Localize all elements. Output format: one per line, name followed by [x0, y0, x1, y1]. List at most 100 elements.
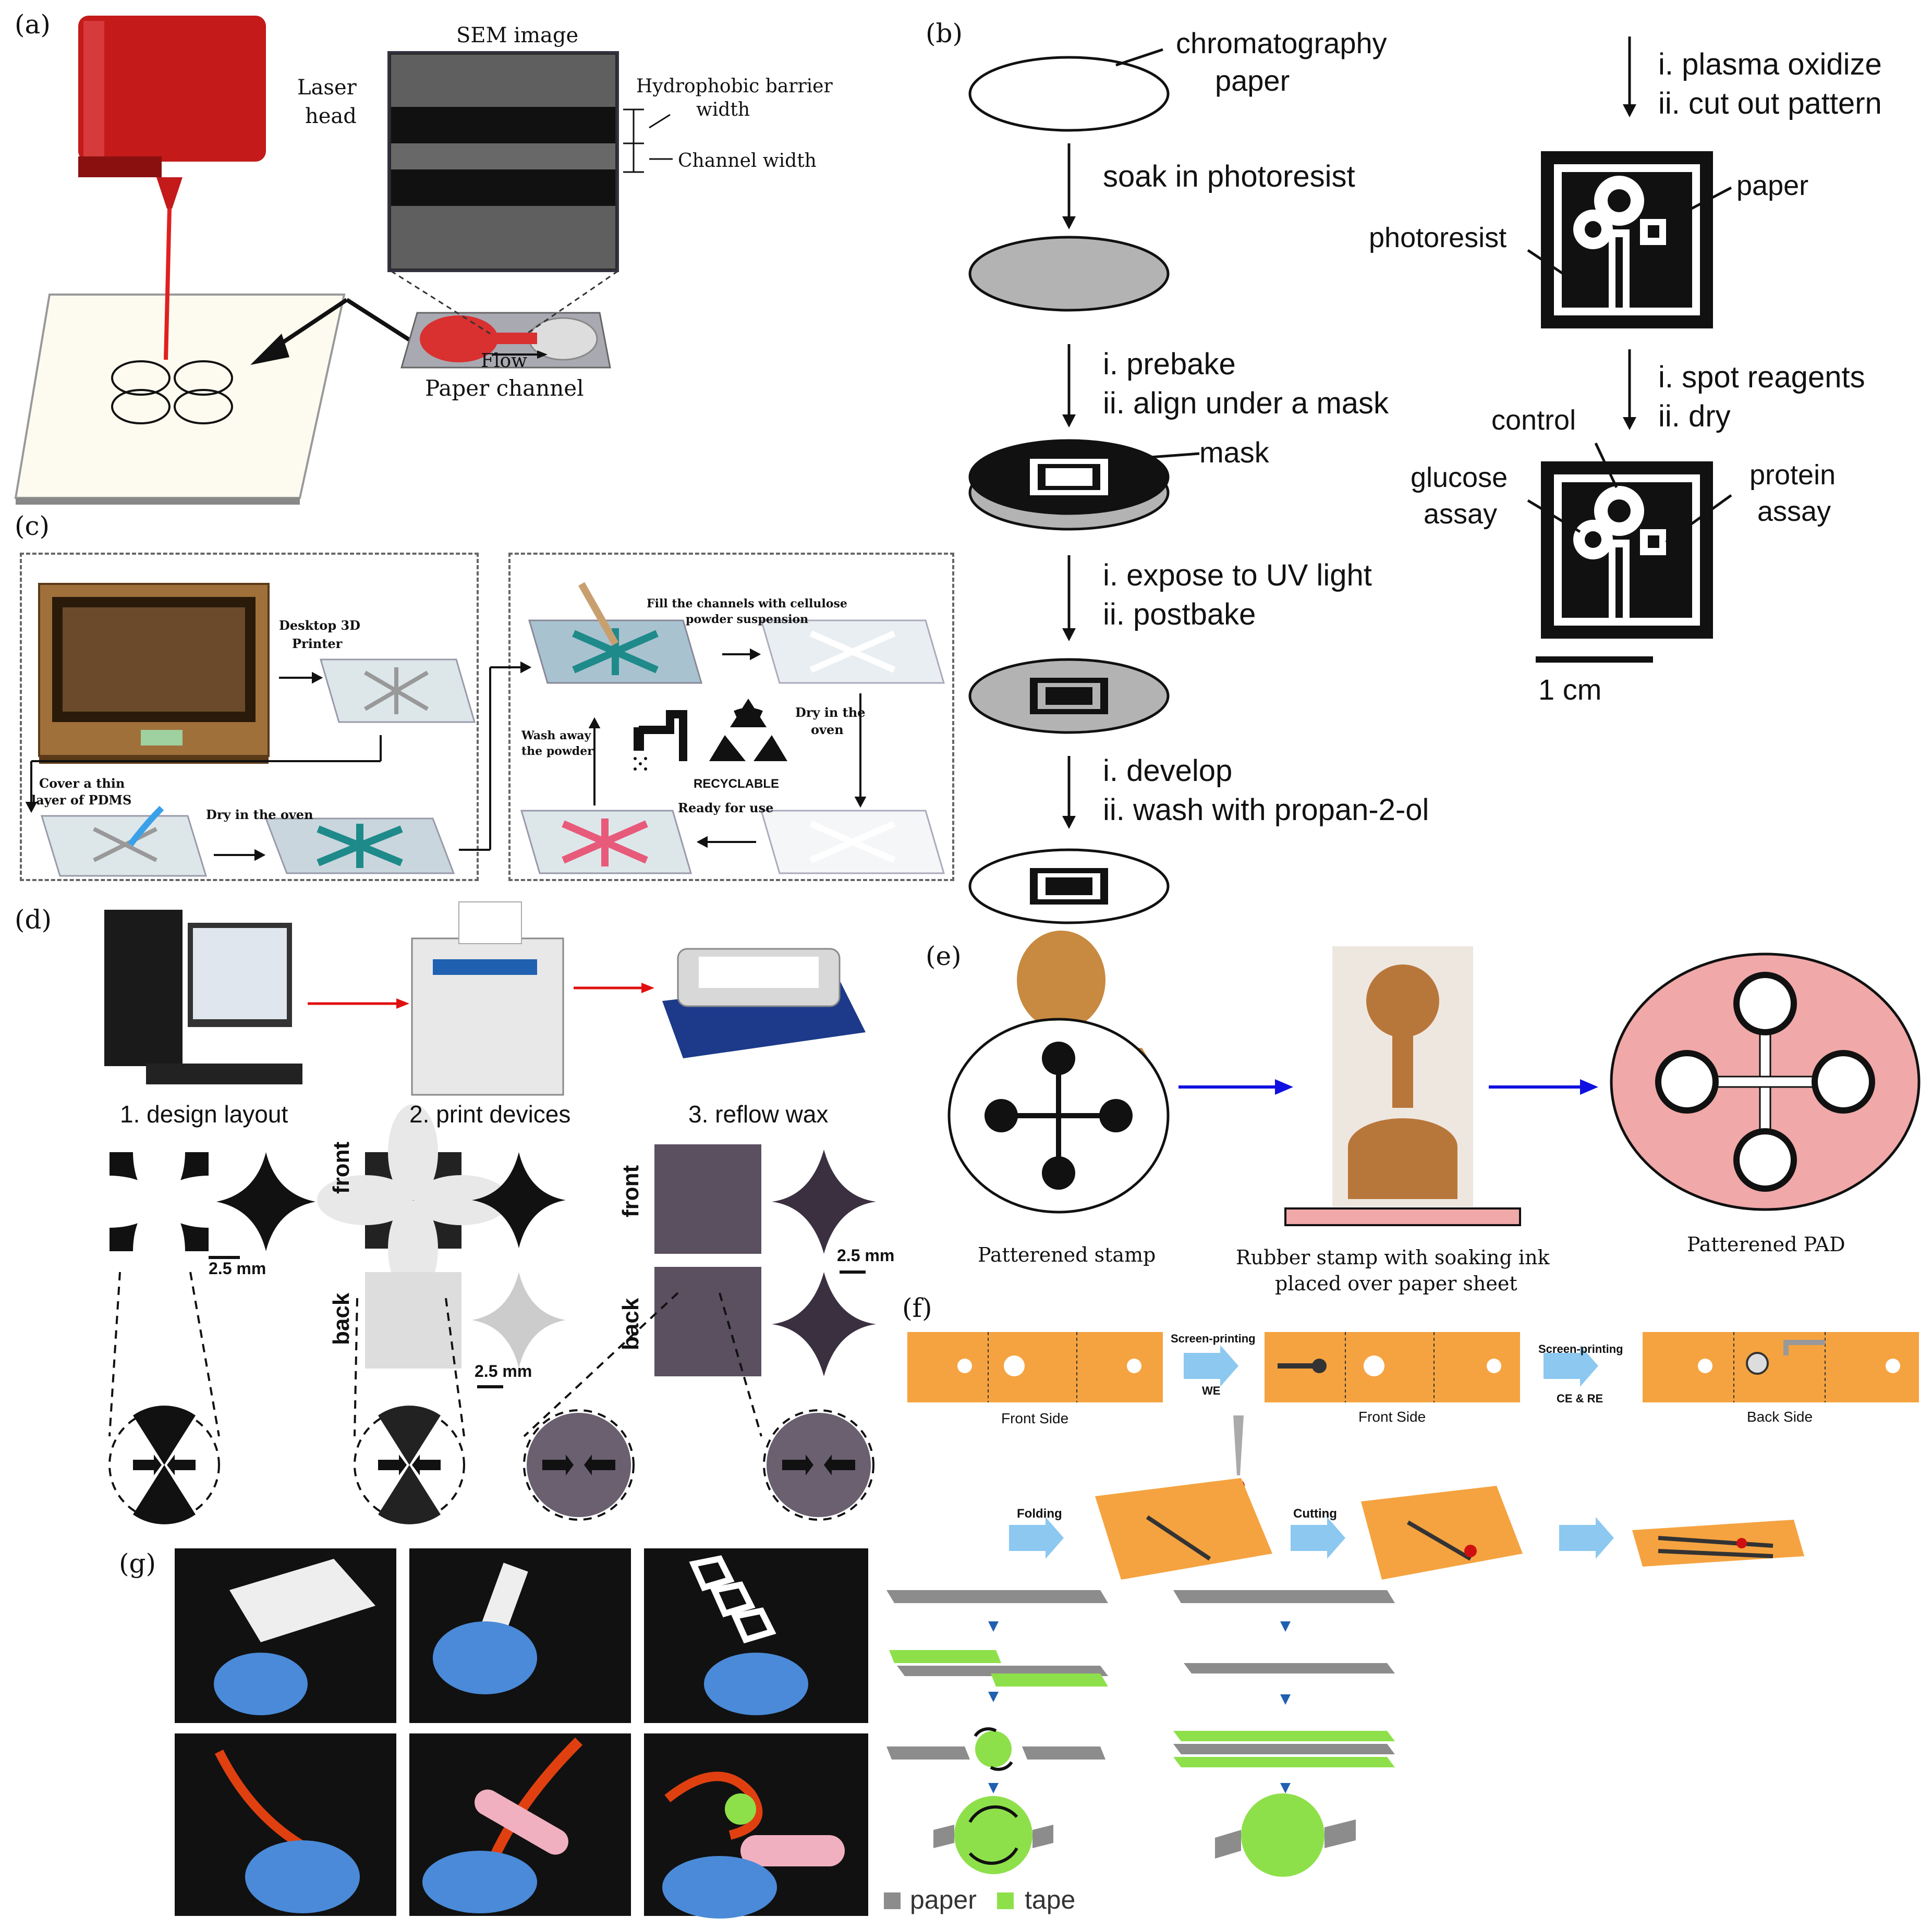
panel-g-label: (g) — [119, 1548, 156, 1579]
stamp-label: Patterened stamp — [978, 1243, 1156, 1266]
hotplate-icon — [662, 948, 866, 1058]
printer-icon — [411, 901, 564, 1096]
legend-paper-label: paper — [910, 1885, 977, 1914]
step3-label: 3. reflow wax — [688, 1101, 829, 1128]
recycle-icon — [709, 699, 787, 761]
wash-label-2: the powder — [521, 744, 593, 758]
channel-white — [809, 630, 896, 863]
stamp-icon — [947, 931, 1170, 1214]
strip-back — [1643, 1332, 1919, 1402]
laser-head-label-2: head — [305, 104, 357, 128]
step1-label: 1. design layout — [120, 1101, 288, 1128]
expose-label-2: ii. postbake — [1103, 597, 1256, 631]
sem-title: SEM image — [456, 23, 579, 47]
front-side-label-1: Front Side — [1001, 1410, 1069, 1426]
printer-label-1: Desktop 3D — [279, 618, 360, 633]
fill-label-2: powder suspension — [686, 613, 809, 626]
mask-label: mask — [1199, 436, 1269, 469]
panel-d-label: (d) — [15, 905, 52, 935]
recyclable-label: RECYCLABLE — [694, 777, 780, 791]
panel-e-graphics — [947, 931, 1921, 1226]
panel-d-graphics — [60, 901, 876, 1524]
panel-e-label: (e) — [926, 941, 962, 971]
ce-re-label: CE & RE — [1557, 1392, 1603, 1405]
legend-paper-swatch — [884, 1892, 901, 1909]
panel-b-graphics — [968, 36, 1732, 924]
develop-label-1: i. develop — [1103, 754, 1233, 788]
channel-pink — [562, 819, 648, 866]
panel-f-label: (f) — [902, 1293, 932, 1323]
chromatography-paper — [968, 56, 1170, 132]
pad-device — [1610, 952, 1921, 1211]
back-side-label: Back Side — [1747, 1409, 1813, 1425]
prebake-label-1: i. prebake — [1103, 347, 1236, 381]
strip-front-1 — [907, 1332, 1163, 1402]
channel-gray — [93, 667, 429, 862]
panel-a-graphics — [14, 16, 673, 505]
plasma-label-1: i. plasma oxidize — [1658, 47, 1882, 81]
photoresist-label: photoresist — [1369, 222, 1507, 253]
laser-head-label-1: Laser — [297, 76, 357, 100]
channel-teal — [317, 628, 659, 868]
paper-label: paper — [1736, 170, 1809, 201]
screen-printing-label-2: Screen-printing — [1538, 1342, 1623, 1355]
photoresist-paper — [968, 236, 1170, 312]
protein-label-2: assay — [1757, 496, 1831, 527]
fill-label-1: Fill the channels with cellulose — [647, 597, 847, 610]
dry-in-oven-label-1: Dry in the — [795, 705, 866, 720]
glucose-label-1: glucose — [1411, 462, 1508, 493]
scale-label: 1 cm — [1538, 673, 1602, 706]
rubber-label-1: Rubber stamp with soaking ink — [1236, 1246, 1550, 1269]
spot-label-1: i. spot reagents — [1658, 360, 1865, 394]
paper-sheet-edge — [16, 498, 300, 505]
panel-c-graphics — [25, 582, 945, 877]
paper-channel-label: Paper channel — [425, 375, 584, 401]
panel-a-label: (a) — [15, 9, 51, 40]
ready-label: Ready for use — [678, 800, 774, 815]
star-pattern — [216, 1152, 315, 1251]
dry-in-oven-label-2: oven — [811, 722, 844, 737]
barrier-width-label-1: Hydrophobic barrier — [636, 76, 833, 97]
develop-label-2: ii. wash with propan-2-ol — [1103, 793, 1429, 827]
pdms-label-1: Cover a thin — [39, 776, 125, 791]
paper-channel-pattern — [111, 360, 233, 424]
chromatography-label-1: chromatography — [1176, 27, 1387, 59]
rubber-label-2: placed over paper sheet — [1275, 1272, 1517, 1295]
computer-icon — [104, 910, 302, 1084]
scale-label-3: 2.5 mm — [837, 1246, 895, 1265]
legend-tape-label: tape — [1025, 1885, 1076, 1914]
step2-label: 2. print devices — [409, 1101, 571, 1128]
laser-beam — [164, 208, 172, 360]
magnified-views — [133, 1406, 871, 1524]
front-side-label-2: Front Side — [1358, 1409, 1426, 1425]
dry-oven-label: Dry in the oven — [206, 807, 313, 822]
screen-printing-label-1: Screen-printing — [1171, 1332, 1256, 1345]
channel-width-label: Channel width — [678, 150, 817, 172]
box-recycling — [508, 553, 954, 881]
box-fabrication — [20, 553, 479, 881]
protein-label-1: protein — [1749, 459, 1836, 491]
soak-label: soak in photoresist — [1103, 160, 1355, 193]
laser-head-body — [78, 16, 266, 162]
tape-paper-schematic — [886, 1590, 1395, 1877]
prebake-label-2: ii. align under a mask — [1103, 386, 1389, 420]
pad-label: Patterened PAD — [1687, 1233, 1845, 1256]
laser-nozzle — [156, 177, 183, 209]
folding-label: Folding — [1017, 1507, 1062, 1521]
scale-label-2: 2.5 mm — [475, 1362, 532, 1381]
folded-device — [1095, 1478, 1272, 1580]
printer-label-2: Printer — [292, 636, 343, 651]
spot-label-2: ii. dry — [1658, 399, 1731, 433]
plasma-label-2: ii. cut out pattern — [1658, 87, 1882, 120]
expose-label-1: i. expose to UV light — [1103, 558, 1372, 592]
pdms-label-2: layer of PDMS — [31, 792, 132, 808]
chromatography-label-2: paper — [1215, 64, 1290, 97]
cut-device — [1361, 1486, 1523, 1580]
we-label: WE — [1202, 1384, 1221, 1397]
wash-label-1: Wash away — [521, 729, 591, 742]
glucose-label-2: assay — [1424, 498, 1498, 530]
panel-b-label: (b) — [926, 18, 963, 48]
scale-label-1: 2.5 mm — [209, 1259, 266, 1278]
panel-c-label: (c) — [15, 511, 50, 541]
